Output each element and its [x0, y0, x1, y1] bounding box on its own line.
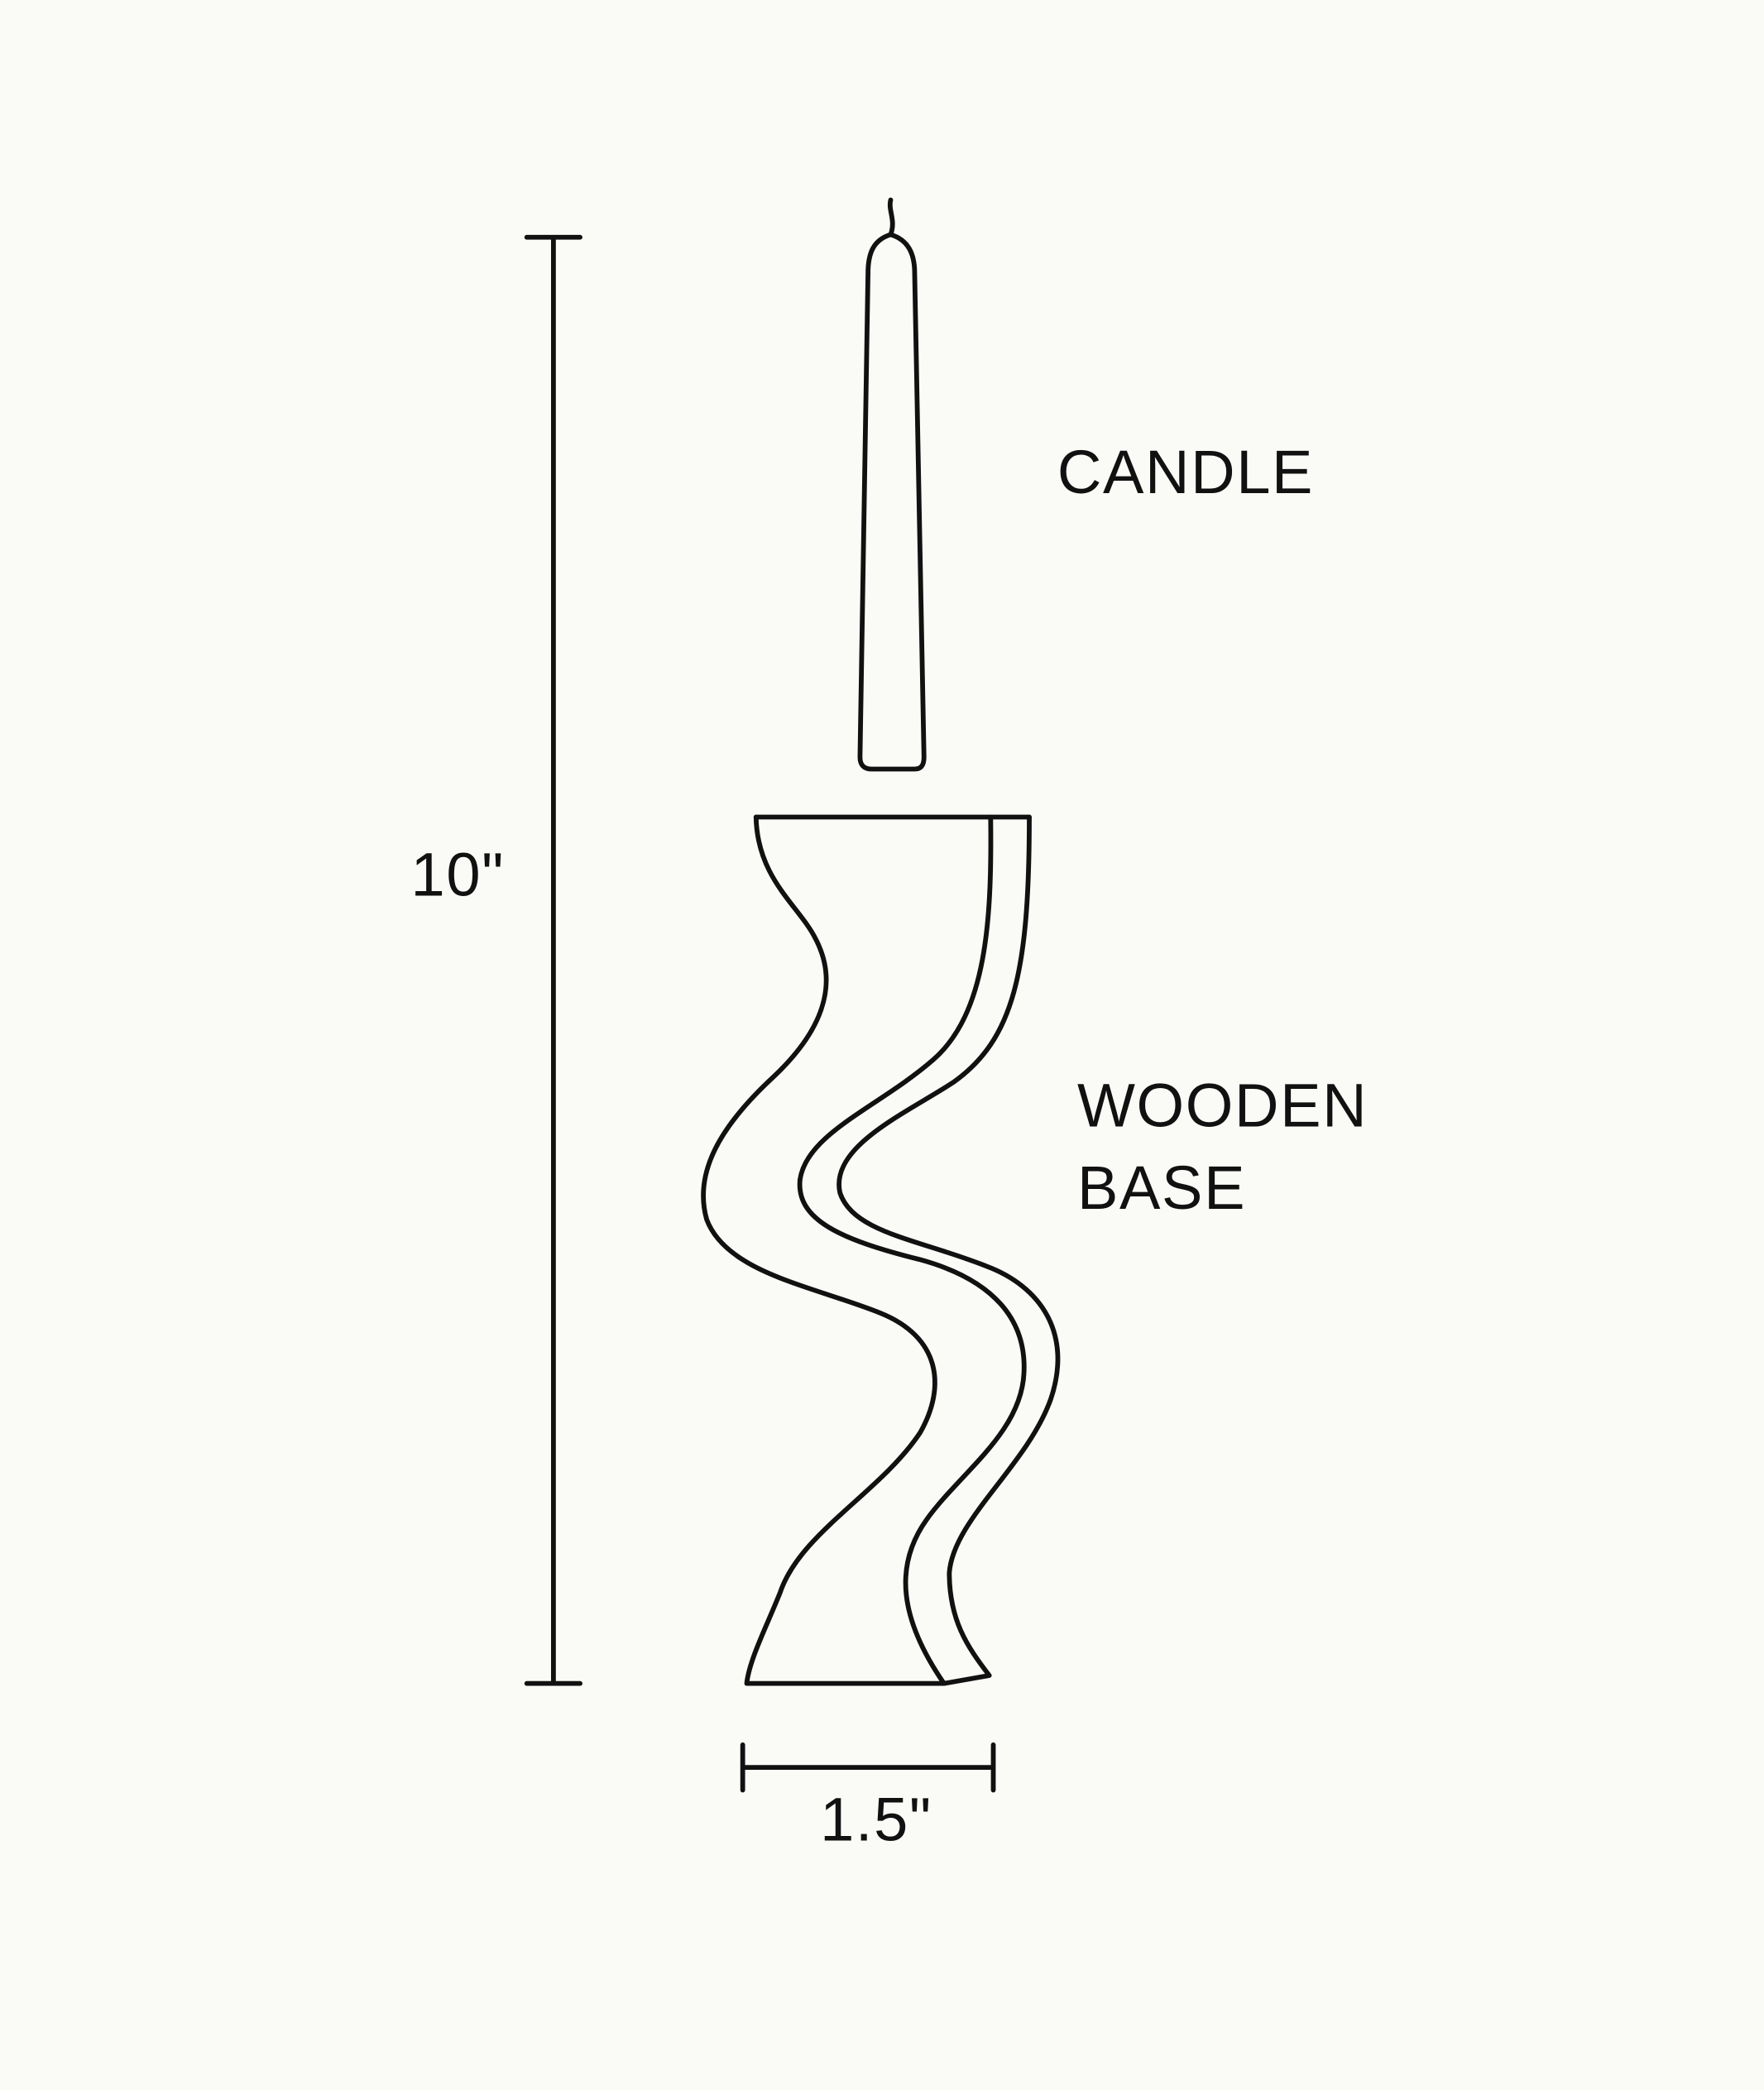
height-dimension-line	[524, 234, 583, 1686]
candle-label: CANDLE	[1057, 438, 1314, 506]
base-label-line1: WOODEN	[1077, 1071, 1368, 1139]
candle	[857, 197, 927, 772]
width-label: 1.5"	[820, 1786, 932, 1854]
base-label-line2: BASE	[1077, 1153, 1246, 1222]
height-label: 10"	[411, 841, 506, 909]
wooden-base	[701, 814, 1061, 1686]
width-dimension-line	[740, 1742, 996, 1793]
